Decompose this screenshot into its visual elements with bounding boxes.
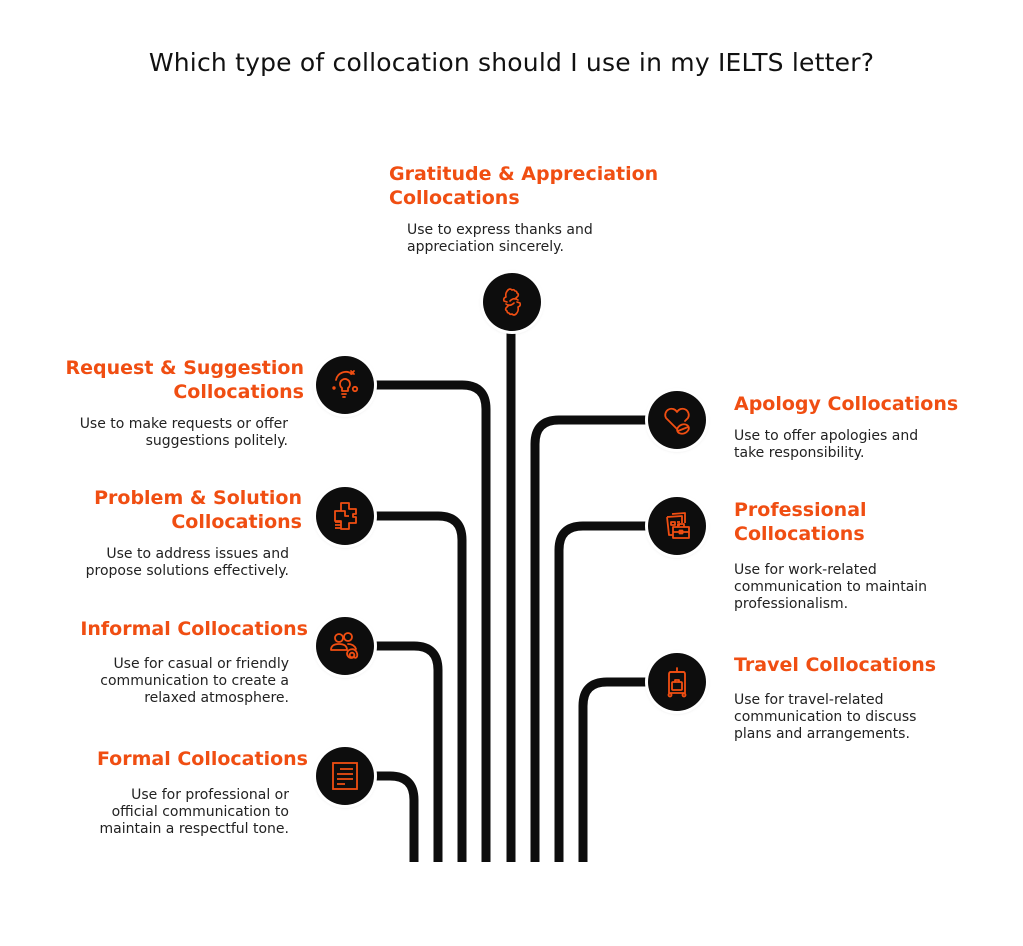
briefcase-icon — [666, 512, 690, 539]
professional-desc-line3: professionalism. — [734, 596, 849, 612]
request-title-line1: Request & Suggestion — [65, 357, 304, 379]
informal-title: Informal Collocations — [80, 618, 308, 640]
line-informal — [372, 641, 443, 862]
informal-desc-line1: Use for casual or friendly — [113, 656, 289, 672]
line-formal — [372, 771, 419, 862]
travel-desc-line2: communication to discuss — [734, 709, 917, 725]
travel-desc-line1: Use for travel-related — [734, 692, 884, 708]
handshake-icon — [502, 288, 522, 316]
problem-desc-line1: Use to address issues and — [106, 546, 289, 562]
problem-title-line1: Problem & Solution — [94, 487, 302, 509]
formal-description: Use for professional or official communi… — [40, 787, 289, 838]
request-node — [316, 356, 374, 414]
line-request — [372, 380, 491, 862]
problem-desc-line2: propose solutions effectively. — [85, 563, 289, 579]
request-desc-line1: Use to make requests or offer — [79, 416, 288, 432]
apology-node — [648, 391, 706, 449]
informal-node — [316, 617, 374, 675]
gratitude-description: Use to express thanks and appreciation s… — [407, 222, 593, 256]
line-apology — [530, 415, 650, 862]
apology-title: Apology Collocations — [734, 393, 959, 415]
problem-description: Use to address issues and propose soluti… — [40, 546, 289, 580]
line-professional — [554, 521, 650, 862]
request-title: Request & Suggestion Collocations — [40, 356, 304, 404]
users-at-icon — [330, 632, 359, 659]
puzzle-icon — [334, 502, 357, 530]
request-description: Use to make requests or offer suggestion… — [40, 416, 288, 450]
gratitude-title: Gratitude & Appreciation Collocations — [389, 162, 658, 210]
informal-desc-line2: communication to create a — [100, 673, 289, 689]
request-title-line2: Collocations — [173, 381, 304, 403]
professional-node — [648, 497, 706, 555]
travel-title: Travel Collocations — [734, 654, 937, 676]
formal-desc-line1: Use for professional or — [131, 787, 289, 803]
document-icon — [332, 762, 358, 790]
apology-desc-line2: take responsibility. — [734, 445, 865, 461]
formal-desc-line3: maintain a respectful tone. — [99, 821, 289, 837]
lightbulb-icon — [332, 370, 359, 398]
problem-title: Problem & Solution Collocations — [40, 486, 302, 534]
informal-desc-line3: relaxed atmosphere. — [144, 690, 289, 706]
travel-desc-line3: plans and arrangements. — [734, 726, 910, 742]
professional-description: Use for work-related communication to ma… — [734, 562, 927, 613]
line-problem — [372, 511, 467, 862]
formal-node — [316, 747, 374, 805]
professional-title-line1: Professional — [734, 499, 867, 521]
gratitude-desc-line2: appreciation sincerely. — [407, 239, 564, 255]
luggage-cart-icon — [667, 667, 687, 698]
apology-description: Use to offer apologies and take responsi… — [734, 428, 918, 462]
problem-title-line2: Collocations — [171, 511, 302, 533]
line-travel — [578, 677, 650, 862]
request-desc-line2: suggestions politely. — [145, 433, 288, 449]
professional-desc-line1: Use for work-related — [734, 562, 877, 578]
gratitude-desc-line1: Use to express thanks and — [407, 222, 593, 238]
informal-description: Use for casual or friendly communication… — [40, 656, 289, 707]
formal-title: Formal Collocations — [96, 748, 308, 770]
gratitude-node — [483, 273, 541, 331]
travel-node — [648, 653, 706, 711]
formal-desc-line2: official communication to — [111, 804, 289, 820]
gratitude-title-line1: Gratitude & Appreciation — [389, 163, 659, 185]
professional-desc-line2: communication to maintain — [734, 579, 928, 595]
apology-desc-line1: Use to offer apologies and — [734, 428, 919, 444]
professional-title: Professional Collocations — [734, 498, 867, 546]
heart-pill-icon — [664, 407, 690, 435]
professional-title-line2: Collocations — [734, 523, 865, 545]
gratitude-title-line2: Collocations — [389, 187, 520, 209]
problem-node — [316, 487, 374, 545]
travel-description: Use for travel-related communication to … — [734, 692, 916, 743]
page-title: Which type of collocation should I use i… — [148, 48, 875, 77]
